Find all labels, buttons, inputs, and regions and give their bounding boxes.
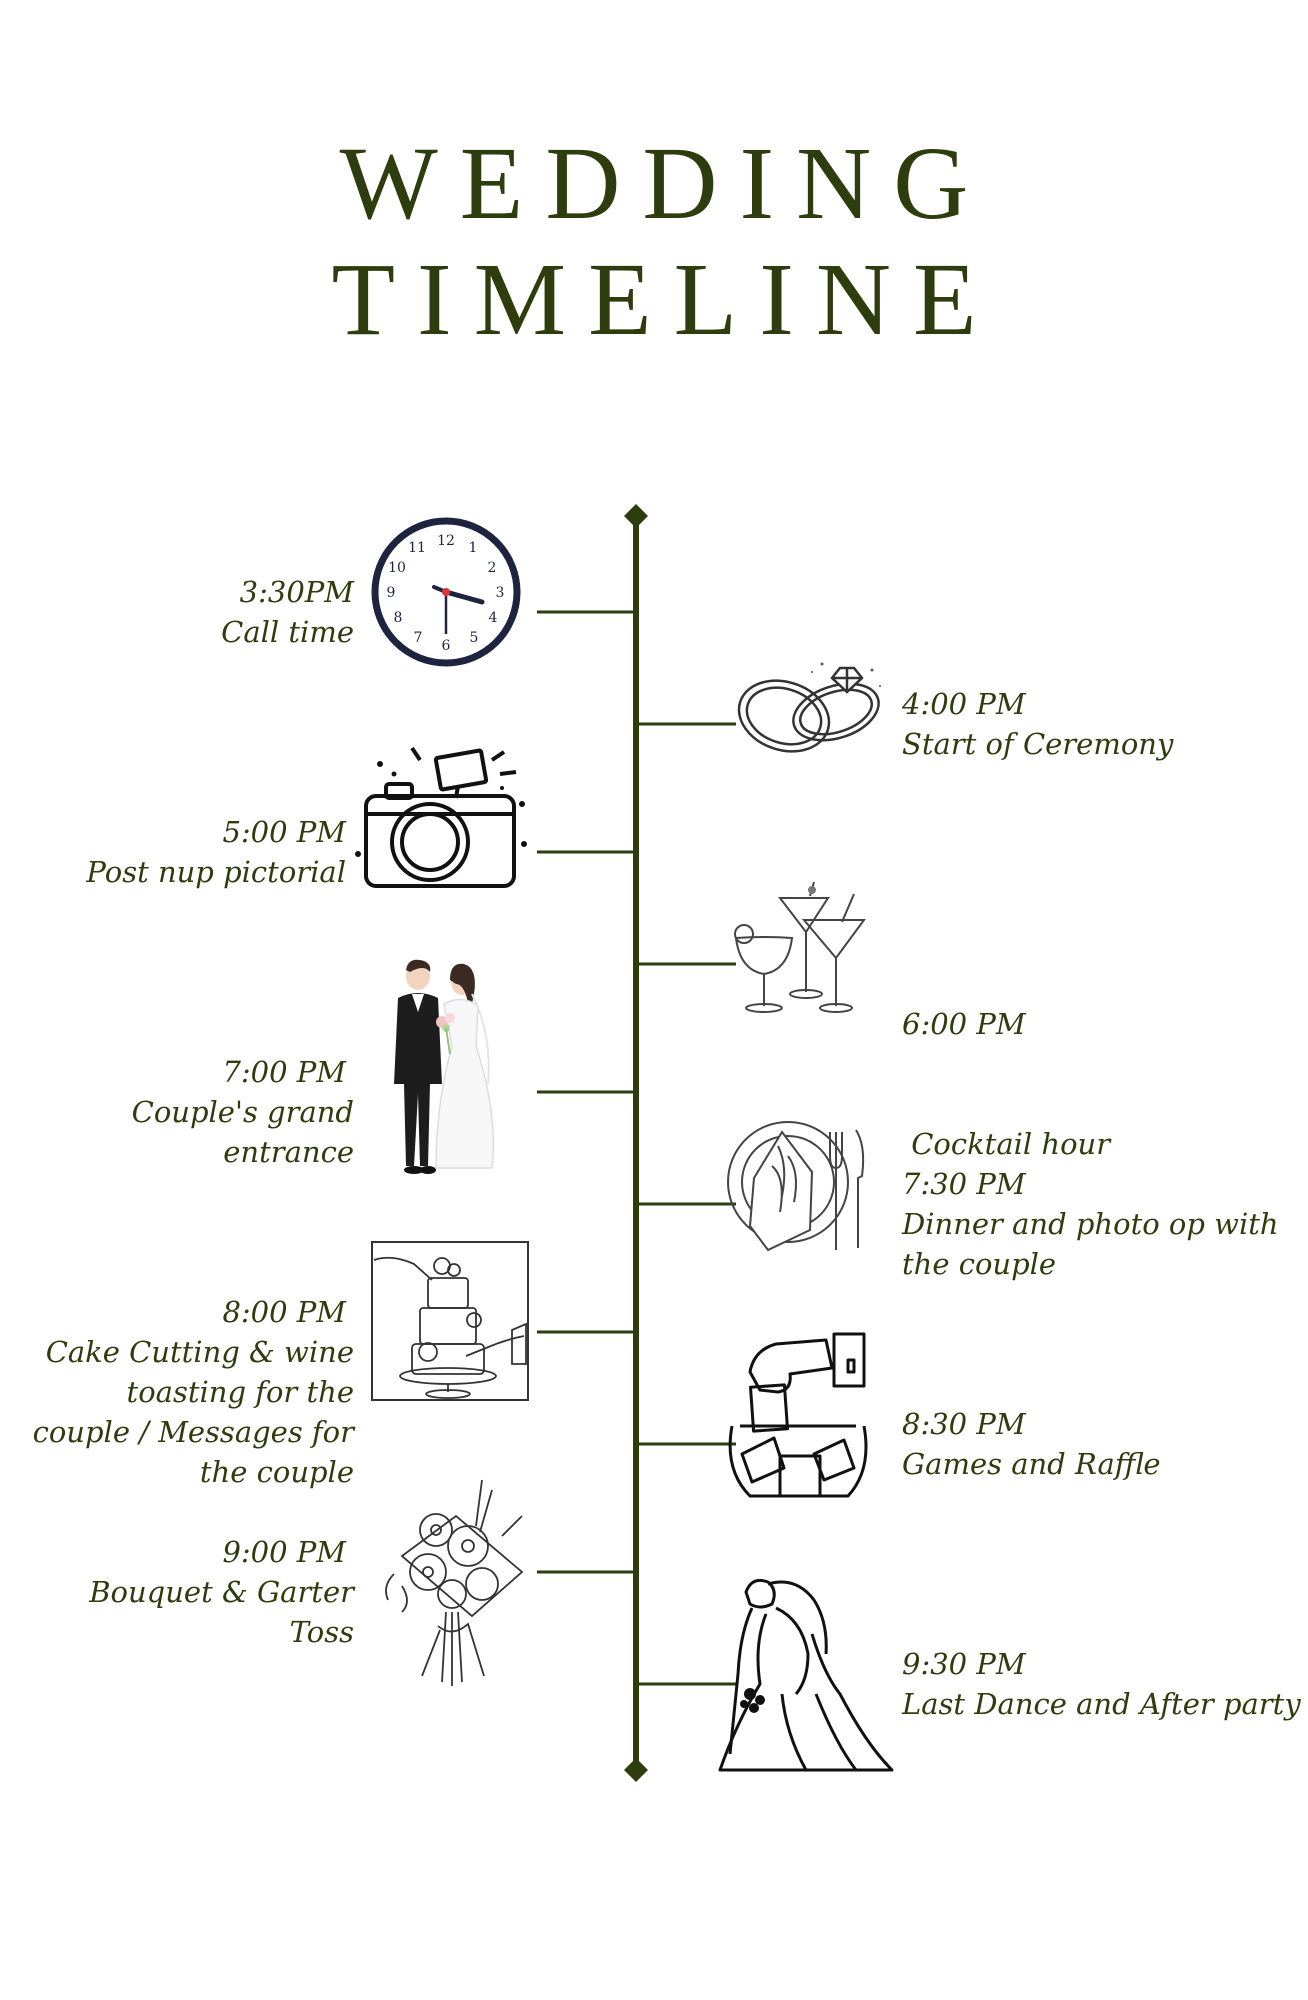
svg-text:11: 11: [408, 540, 426, 556]
event-label: Start of Ceremony: [902, 727, 1174, 761]
axis-top-diamond: [624, 504, 648, 528]
event-label: Dinner and photo op with the couple: [902, 1207, 1279, 1281]
axis-bottom-diamond: [624, 1758, 648, 1782]
event-time: 6:00 PM: [902, 1007, 1026, 1041]
event-time: 7:00 PM: [222, 1055, 346, 1089]
event-time: 3:30PM: [239, 575, 354, 609]
place-setting-icon: [727, 1121, 865, 1252]
svg-text:5: 5: [470, 630, 479, 646]
event-label: Cake Cutting & wine toasting for the cou…: [32, 1335, 354, 1489]
event-entry: 7:30 PM Dinner and photo op with the cou…: [902, 1164, 1308, 1284]
rings-icon: [737, 662, 881, 753]
svg-text:9: 9: [387, 585, 396, 601]
event-entry: 8:00 PM Cake Cutting & wine toasting for…: [24, 1292, 354, 1492]
event-entry: 9:30 PM Last Dance and After party: [902, 1644, 1302, 1724]
event-label: Couple's grand entrance: [131, 1095, 354, 1169]
dancing-couple-icon: [718, 1578, 894, 1772]
event-time: 9:30 PM: [902, 1647, 1026, 1681]
svg-text:6: 6: [442, 638, 451, 654]
title-line-1: WEDDING: [339, 126, 991, 241]
event-time: 9:00 PM: [222, 1535, 346, 1569]
event-label: Last Dance and After party: [902, 1687, 1301, 1721]
camera-icon: [355, 746, 527, 888]
cocktail-glasses-icon: [734, 882, 866, 1013]
event-time: 5:00 PM: [222, 815, 346, 849]
wedding-cake-icon: [371, 1241, 529, 1401]
event-time: 7:30 PM: [902, 1167, 1026, 1201]
event-entry: 7:00 PM Couple's grand entrance: [14, 1052, 354, 1172]
event-entry: 4:00 PM Start of Ceremony: [902, 684, 1292, 764]
svg-text:3: 3: [496, 585, 505, 601]
event-label: Cocktail hour: [902, 1127, 1111, 1161]
event-entry: 5:00 PM Post nup pictorial: [16, 812, 346, 892]
svg-text:12: 12: [437, 533, 455, 549]
event-entry: 6:00 PM Cocktail hour: [902, 924, 1292, 1204]
svg-text:4: 4: [489, 610, 498, 626]
title-line-2: TIMELINE: [331, 242, 999, 357]
event-label: Post nup pictorial: [86, 855, 346, 889]
bouquet-icon: [385, 1479, 524, 1686]
event-time: 8:30 PM: [902, 1407, 1026, 1441]
event-time: 8:00 PM: [222, 1295, 346, 1329]
svg-text:10: 10: [388, 560, 406, 576]
svg-text:1: 1: [469, 540, 478, 556]
event-label: Call time: [221, 615, 354, 649]
raffle-bowl-icon: [728, 1332, 868, 1498]
event-entry: 8:30 PM Games and Raffle: [902, 1404, 1292, 1484]
event-entry: 3:30PM Call time: [24, 572, 354, 652]
bride-groom-icon: [394, 959, 494, 1174]
event-label: Games and Raffle: [902, 1447, 1161, 1481]
svg-text:2: 2: [488, 560, 497, 576]
svg-text:8: 8: [394, 610, 403, 626]
event-time: 4:00 PM: [902, 687, 1026, 721]
event-entry: 9:00 PM Bouquet & Garter Toss: [64, 1532, 354, 1652]
svg-text:7: 7: [414, 630, 423, 646]
event-label: Bouquet & Garter Toss: [89, 1575, 354, 1649]
